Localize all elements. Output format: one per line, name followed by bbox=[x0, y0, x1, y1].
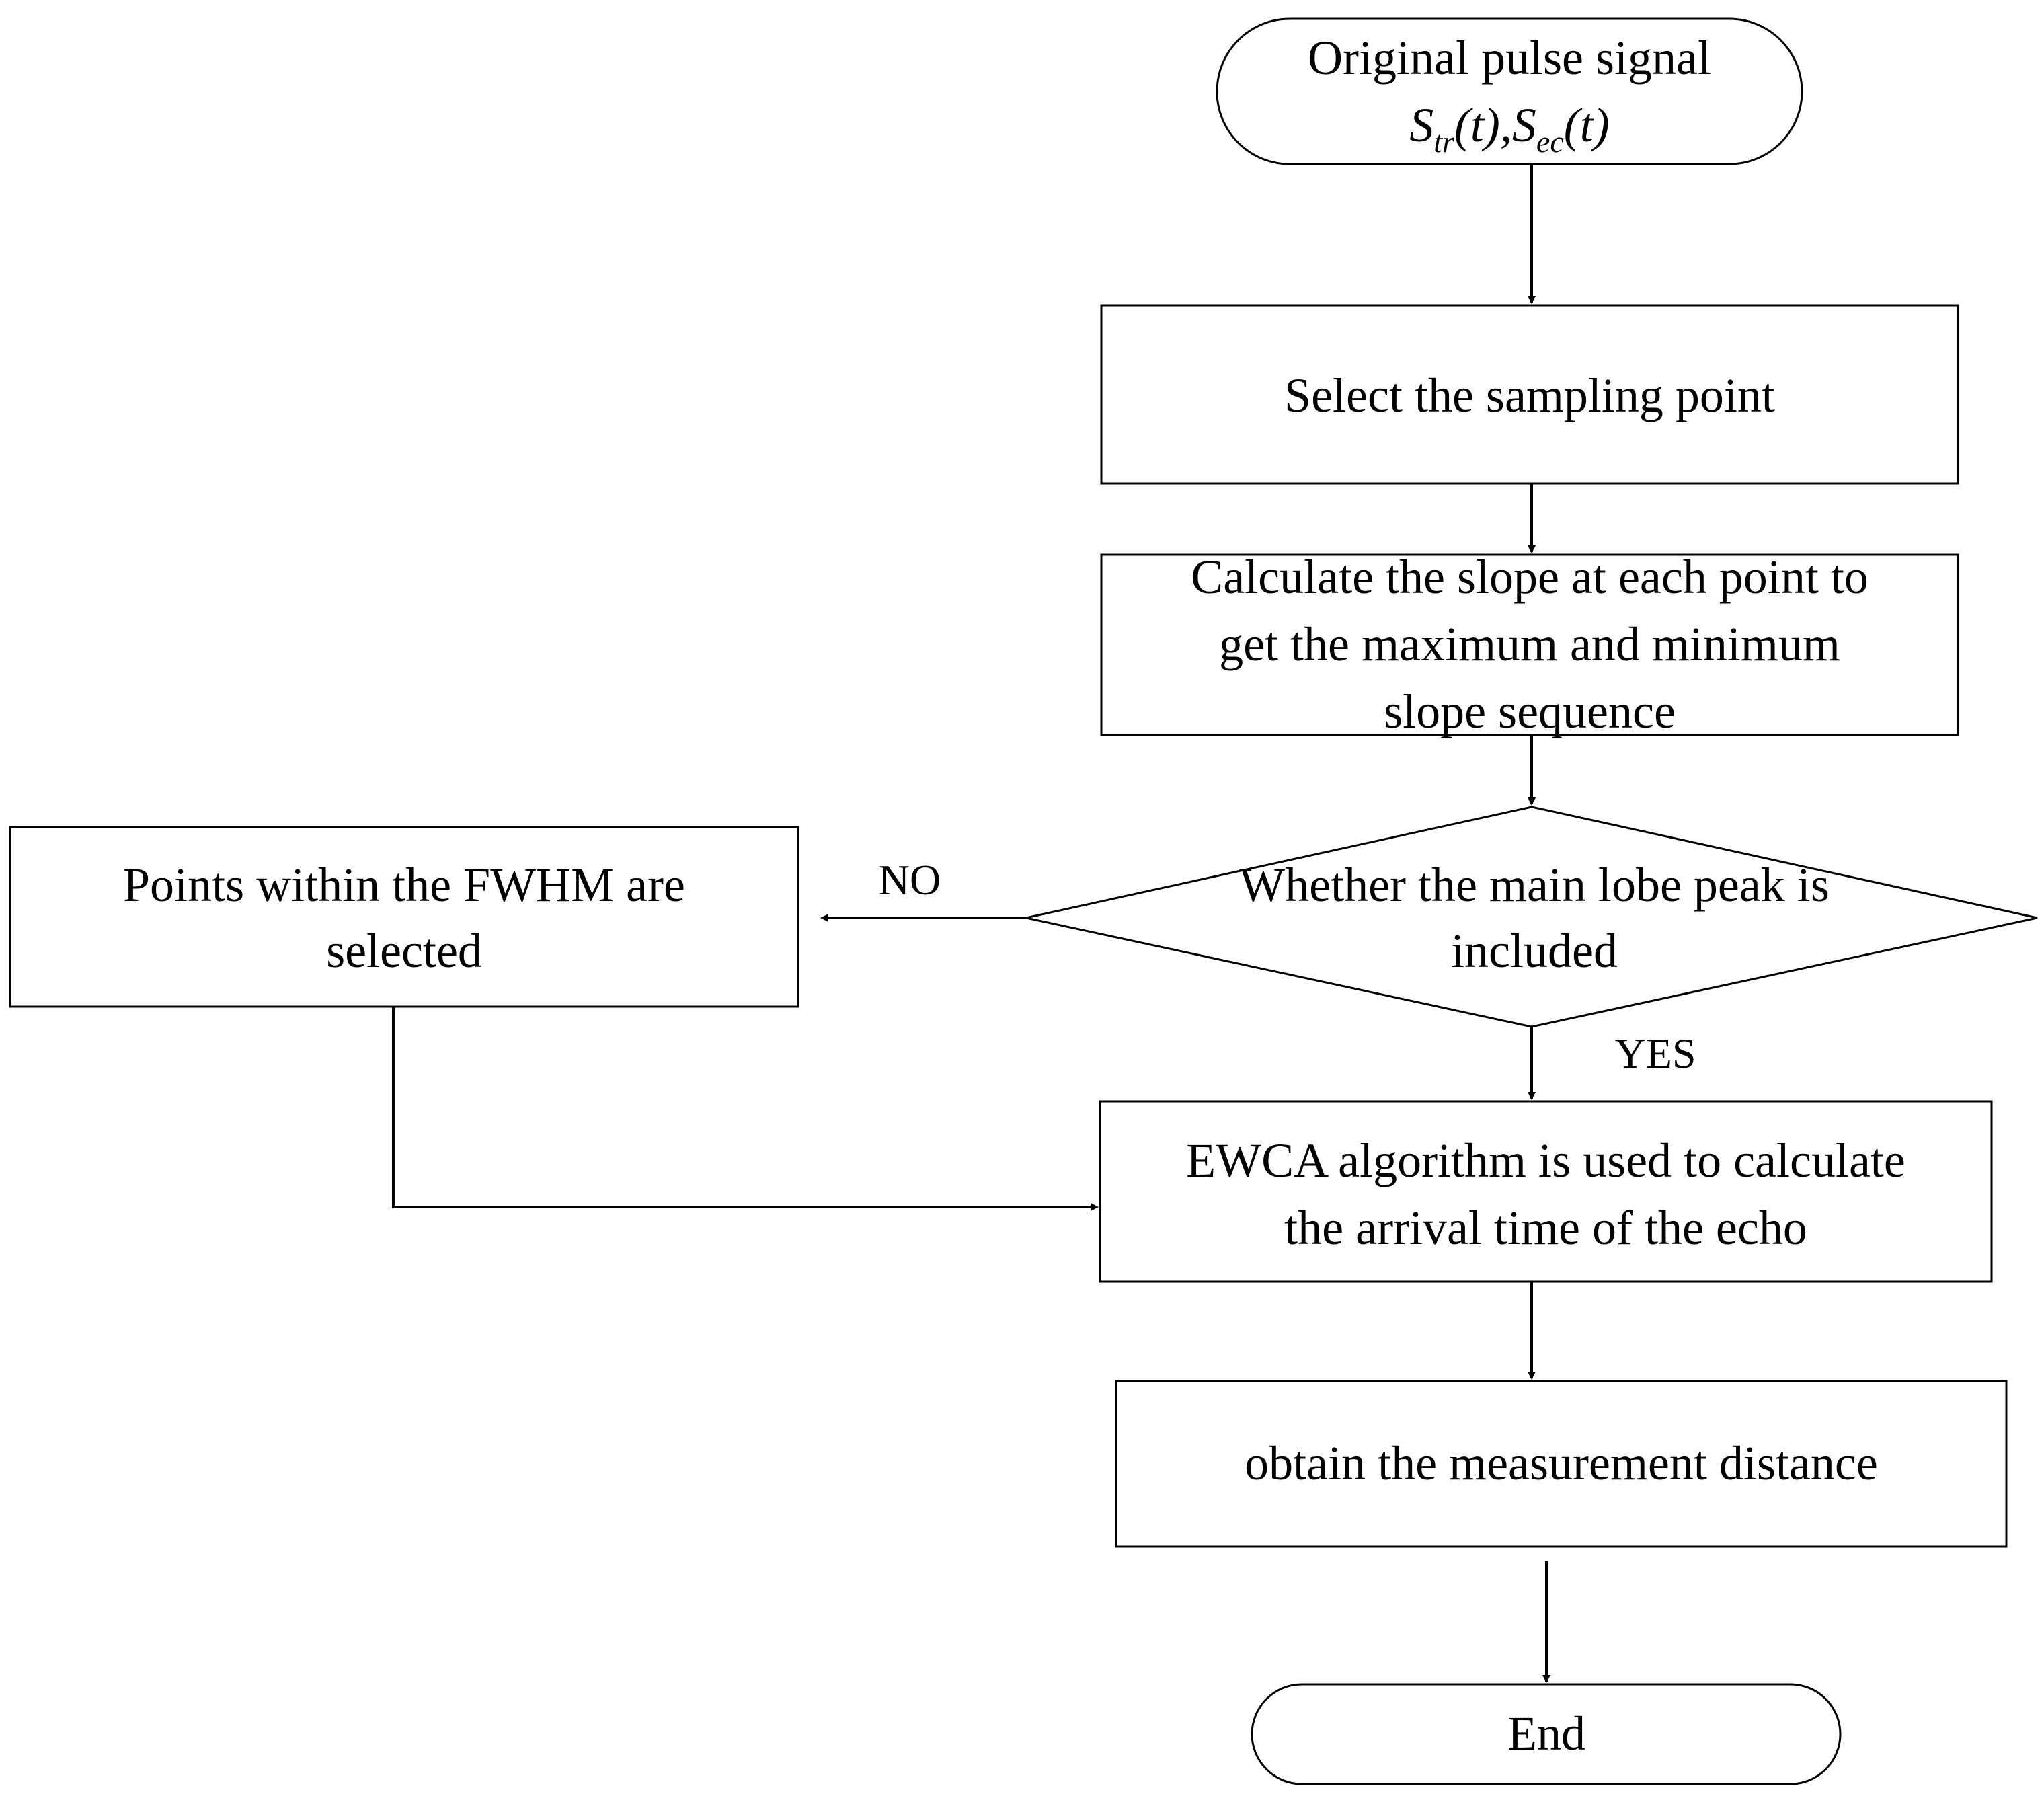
obtain-distance-label: obtain the measurement distance bbox=[1245, 1436, 1878, 1490]
select-sampling-label: Select the sampling point bbox=[1284, 368, 1775, 422]
ewca-line-1: EWCA algorithm is used to calculate bbox=[1186, 1134, 1905, 1187]
no-branch-label: NO bbox=[879, 856, 941, 904]
formula-s2-sub: ec bbox=[1536, 124, 1564, 159]
obtain-distance-box: obtain the measurement distance bbox=[1115, 1380, 2008, 1548]
end-terminator: End bbox=[1251, 1683, 1842, 1785]
calculate-slope-line-1: Calculate the slope at each point to bbox=[1191, 550, 1869, 604]
start-formula: Str(t),Sec(t) bbox=[1409, 98, 1609, 159]
start-label: Original pulse signal bbox=[1308, 31, 1711, 85]
arrow-fwhm-to-ewca bbox=[392, 1007, 1099, 1211]
ewca-algorithm-box: EWCA algorithm is used to calculate the … bbox=[1099, 1100, 1993, 1283]
fwhm-line-2: selected bbox=[326, 924, 482, 978]
fwhm-points-box: Points within the FWHM are selected bbox=[9, 826, 799, 1008]
calculate-slope-line-2: get the maximum and minimum bbox=[1219, 617, 1840, 671]
decision-line-2: included bbox=[1451, 924, 1618, 978]
select-sampling-box: Select the sampling point bbox=[1100, 304, 1959, 485]
formula-s1-sub: tr bbox=[1433, 124, 1455, 159]
formula-s1: S bbox=[1409, 98, 1433, 152]
formula-s1-arg: (t) bbox=[1454, 98, 1500, 152]
formula-s2-arg: (t) bbox=[1564, 98, 1610, 152]
decision-diamond: Whether the main lobe peak is included bbox=[1025, 806, 2038, 1028]
formula-sep: , bbox=[1500, 98, 1512, 152]
start-terminator: Original pulse signal Str(t),Sec(t) bbox=[1216, 17, 1803, 165]
decision-line-1: Whether the main lobe peak is bbox=[1239, 858, 1830, 912]
formula-s2: S bbox=[1512, 98, 1536, 152]
fwhm-line-1: Points within the FWHM are bbox=[123, 858, 685, 912]
calculate-slope-line-3: slope sequence bbox=[1384, 685, 1676, 738]
calculate-slope-box: Calculate the slope at each point to get… bbox=[1100, 550, 1959, 738]
end-label: End bbox=[1507, 1707, 1585, 1760]
yes-branch-label: YES bbox=[1615, 1029, 1696, 1077]
ewca-line-2: the arrival time of the echo bbox=[1284, 1201, 1807, 1255]
